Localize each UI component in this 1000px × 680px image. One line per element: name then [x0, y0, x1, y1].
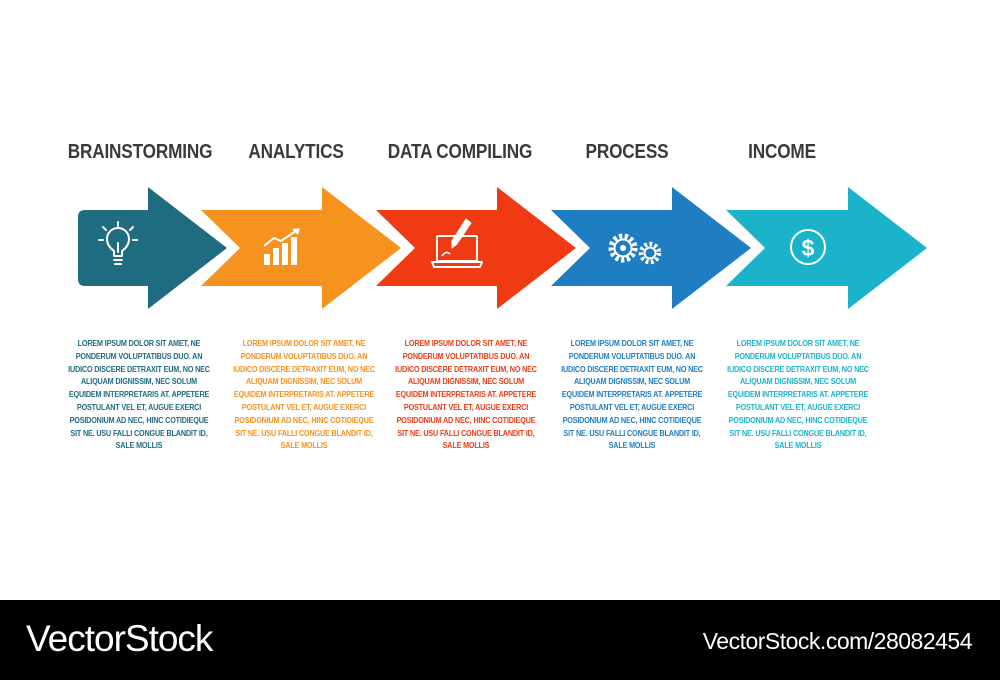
step-description-process: LOREM IPSUM DOLOR SIT AMET, NE PONDERUM … — [561, 338, 703, 451]
process-arrow-chain: $ — [78, 187, 927, 309]
arrow-brainstorming — [78, 187, 227, 309]
laptop-pen-icon — [431, 218, 483, 268]
step-title-data-compiling: DATA COMPILING — [387, 141, 533, 163]
step-title-process: PROCESS — [585, 141, 669, 163]
step-description-income: LOREM IPSUM DOLOR SIT AMET, NE PONDERUM … — [727, 338, 869, 451]
vectorstock-logo: VectorStock — [26, 618, 213, 659]
step-title-brainstorming: BRAINSTORMING — [67, 141, 213, 163]
svg-text:$: $ — [802, 235, 815, 261]
step-description-data-compiling: LOREM IPSUM DOLOR SIT AMET, NE PONDERUM … — [395, 338, 537, 451]
arrow-income — [726, 187, 927, 309]
step-title-analytics: ANALYTICS — [248, 141, 344, 163]
image-id-text: VectorStock.com/28082454 — [702, 628, 973, 654]
footer-bar: VectorStock VectorStock.com/28082454 — [0, 600, 1000, 680]
step-description-brainstorming: LOREM IPSUM DOLOR SIT AMET, NE PONDERUM … — [68, 338, 210, 451]
lightbulb-icon — [98, 221, 138, 265]
step-title-income: INCOME — [748, 141, 816, 163]
dollar-coin-icon: $ — [790, 229, 826, 265]
arrow-analytics — [201, 187, 401, 309]
gears-icon — [608, 233, 662, 265]
bar-chart-icon — [263, 228, 300, 265]
step-description-analytics: LOREM IPSUM DOLOR SIT AMET, NE PONDERUM … — [233, 338, 375, 451]
